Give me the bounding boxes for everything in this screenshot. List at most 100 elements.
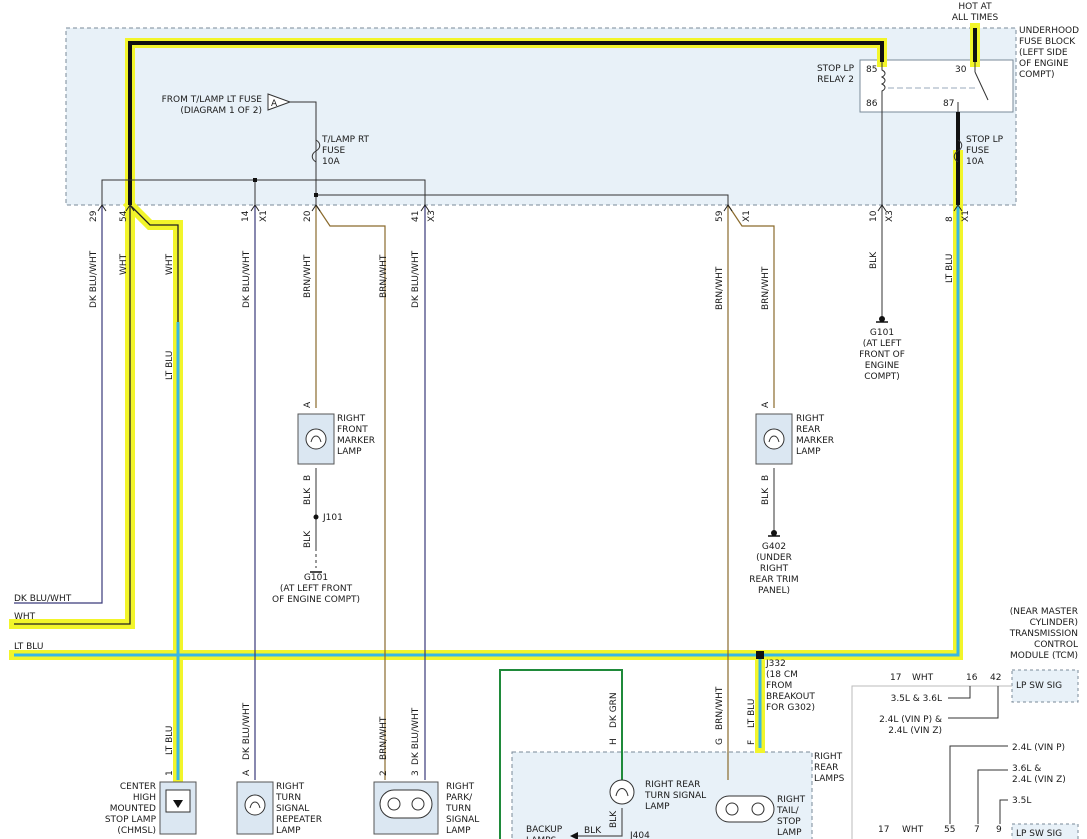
pin-41: 41 [411, 211, 421, 222]
tcm-wht2-label: WHT [902, 825, 924, 835]
backup-blk-label-2: BLK [609, 810, 619, 828]
from-tlamp-lt-fuse: FROM T/LAMP LT FUSE(DIAGRAM 1 OF 2) [162, 95, 263, 116]
right-rear-marker-lamp-icon [755, 413, 793, 465]
tcm-pin-16: 16 [966, 673, 978, 683]
wire-label-ltblu-chmsl: LT BLU [165, 351, 175, 380]
horiz-label-ltblu: LT BLU [14, 642, 43, 652]
chmsl-lamp-icon [159, 781, 197, 835]
pin-10: 10 [869, 210, 879, 222]
tcm-opt-24-vinpz: 2.4L (VIN P) &2.4L (VIN Z) [879, 715, 942, 736]
backup-lamp-arrow-icon [570, 832, 578, 839]
rear-marker-pin-a: A [761, 401, 771, 408]
relay-pin-87: 87 [943, 99, 954, 109]
tcm-pin-9: 9 [996, 825, 1002, 835]
wire-label-20: BRN/WHT [303, 254, 313, 298]
highlight-wht-left [9, 200, 135, 629]
pin-29: 29 [89, 210, 99, 222]
park-pin-2: 2 [379, 770, 389, 776]
pin-10-sub: X3 [885, 210, 895, 222]
pin-59-sub: X1 [742, 210, 752, 222]
chmsl-pin-1: 1 [165, 770, 175, 776]
tcm-lp-sw-sig-top: LP SW SIG [1016, 681, 1062, 691]
tcm-opt-36-24z: 3.6L &2.4L (VIN Z) [1012, 764, 1066, 785]
wire-wht-core-left [14, 205, 131, 625]
wire-ltblu-core-8 [14, 205, 960, 657]
tlamp-ref-arrow-icon: A [267, 93, 292, 111]
right-rear-turn-lamp-icon [609, 779, 635, 805]
wire-label-wht2: WHT [165, 253, 175, 275]
wire-color-labels: DK BLU/WHT WHT WHT DK BLU/WHT BRN/WHT BR… [89, 250, 955, 765]
tcm-lp-sw-sig-bottom: LP SW SIG [1016, 829, 1062, 839]
wire-label-14: DK BLU/WHT [242, 250, 252, 308]
wire-label-10: BLK [869, 251, 879, 269]
wire-label-29: DK BLU/WHT [89, 250, 99, 308]
right-front-marker-lamp-icon [297, 413, 335, 465]
wire-wht-core-main [128, 41, 884, 205]
stop-lp-fuse-icon [953, 139, 963, 163]
wire-label-chmsl-in: LT BLU [165, 726, 175, 755]
internal-bus-upper [101, 179, 426, 205]
turn-repeater-lamp-icon [236, 781, 274, 835]
wire-20-branch [315, 204, 386, 780]
right-tail-stop-lamp-icon [715, 795, 775, 823]
j404-label: J404 [629, 831, 650, 839]
rear-pin-h: H [609, 738, 619, 745]
tlamp-rt-fuse-icon [311, 139, 321, 163]
backup-lamps-label: BACKUPLAMPS [526, 825, 563, 839]
backup-blk-label: BLK [584, 826, 602, 836]
j101-splice [313, 514, 319, 520]
wire-label-park-3: DK BLU/WHT [411, 707, 421, 765]
wire-label-8: LT BLU [945, 254, 955, 283]
tcm-opt-35-36: 3.5L & 3.6L [891, 694, 942, 704]
tcm-wire-9 [999, 799, 1008, 824]
tcm-pin-7: 7 [974, 825, 980, 835]
pin-8: 8 [945, 216, 955, 222]
g402-ground-icon [768, 530, 780, 537]
wire-label-rear-g: BRN/WHT [715, 686, 725, 730]
wire-label-rear-h: DK GRN [609, 692, 619, 728]
wire-backup-blk [578, 808, 623, 837]
pin-20: 20 [303, 210, 313, 222]
tcm-pin-55: 55 [944, 825, 955, 835]
tcm-pin-17: 17 [890, 673, 901, 683]
front-marker-pin-a: A [303, 401, 313, 408]
fuse-block-connector-pins: 29 54 14 X1 20 41 X3 59 X1 10 X3 8 X1 [89, 210, 971, 222]
tcm-wire-16-42 [948, 686, 971, 699]
pin-8-sub: X1 [961, 210, 971, 222]
from-tlamp-ref: A [271, 99, 278, 109]
underhood-fuse-block-box [65, 27, 1017, 206]
relay-pin-86: 86 [866, 99, 878, 109]
rear-marker-pin-b: B [761, 475, 771, 481]
horiz-label-wht: WHT [14, 612, 36, 622]
front-marker-pin-b: B [303, 475, 313, 481]
rear-pin-g: G [715, 738, 725, 745]
relay-coil-icon [880, 62, 886, 112]
tcm-opt-24-vinp: 2.4L (VIN P) [1012, 743, 1065, 753]
tcm-pin-42: 42 [990, 673, 1001, 683]
right-rear-lamps-box [511, 751, 813, 839]
pin-59: 59 [715, 210, 725, 222]
connector-chevrons [97, 204, 963, 212]
pin-14-sub: X1 [259, 210, 269, 222]
tcm-opt-35: 3.5L [1012, 796, 1031, 806]
wire-wht-core-chmsl [129, 204, 179, 322]
junction-1 [253, 178, 257, 182]
tcm-box-bottom [1011, 823, 1079, 839]
relay-pin-30: 30 [955, 65, 967, 75]
tcm-box-top [1011, 669, 1079, 703]
tcm-wht-label: WHT [912, 673, 934, 683]
